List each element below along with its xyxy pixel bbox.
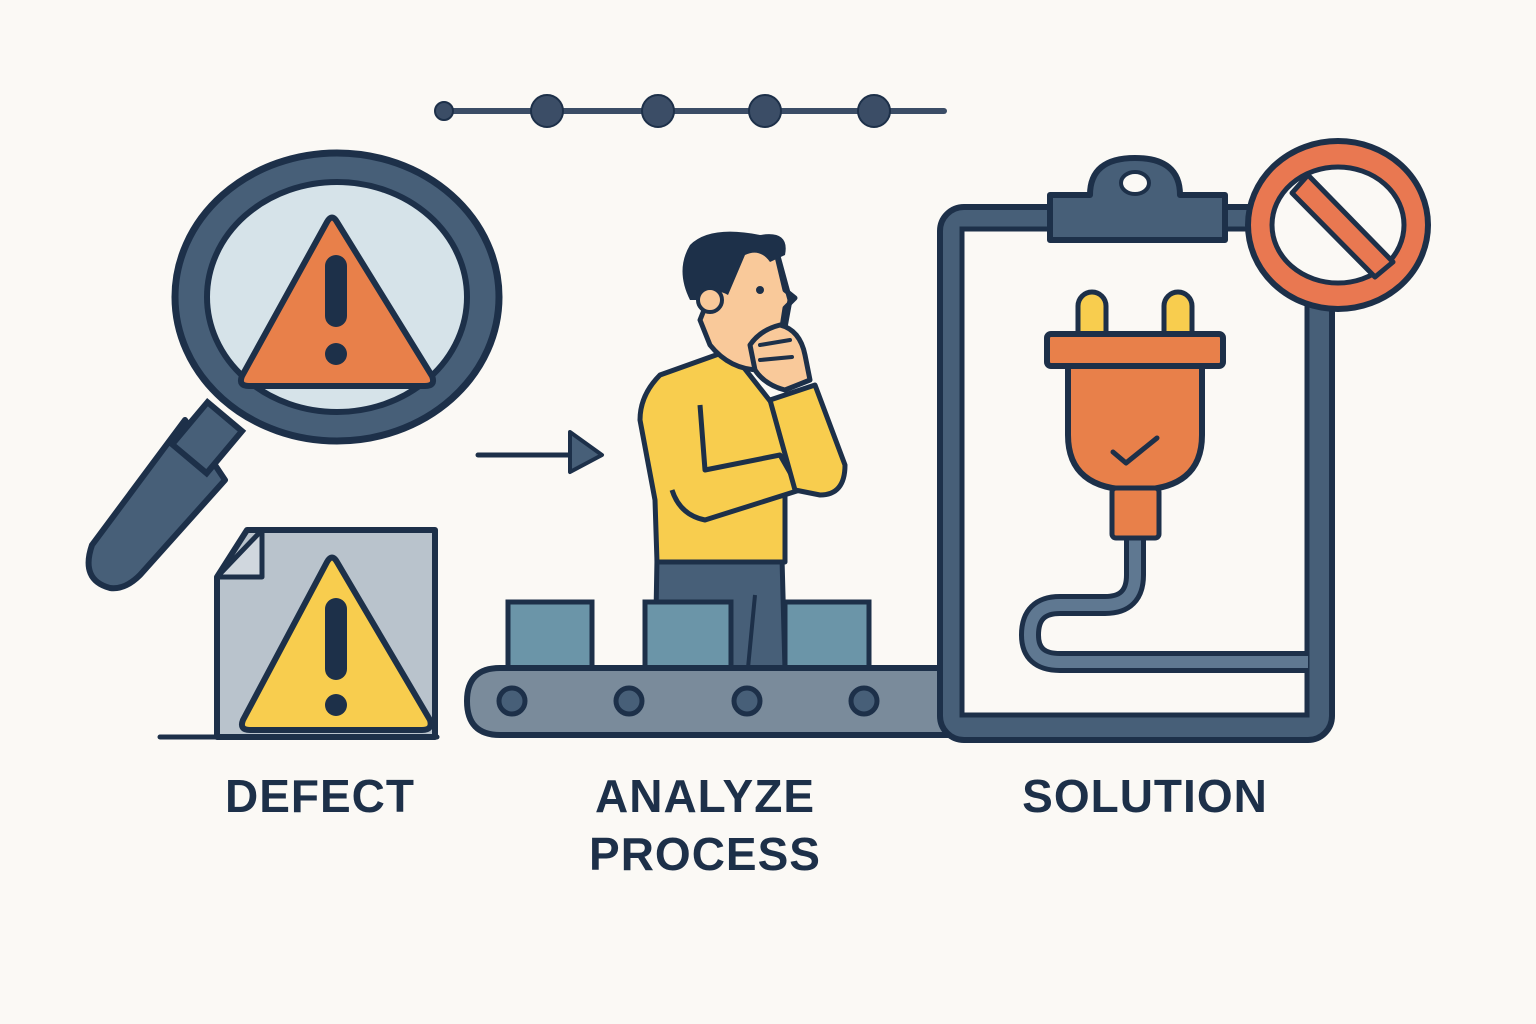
checkmark-icon	[1110, 435, 1160, 466]
warning-triangle-icon	[237, 214, 437, 389]
analyze-label-line1: ANALYZE	[595, 770, 815, 822]
conveyor-belt	[463, 599, 963, 738]
plug-icon	[1044, 289, 1226, 541]
timeline	[434, 94, 947, 128]
thinking-person	[637, 231, 848, 673]
analyze-label-line2: PROCESS	[589, 828, 821, 880]
magnifying-glass-icon	[85, 149, 503, 592]
document-warning-icon	[157, 527, 440, 740]
defect-label: DEFECT	[225, 770, 415, 822]
prohibited-icon	[1245, 138, 1431, 312]
arrow-right-icon	[475, 430, 604, 474]
clipboard-icon	[937, 155, 1335, 743]
solution-label: SOLUTION	[1022, 770, 1268, 822]
